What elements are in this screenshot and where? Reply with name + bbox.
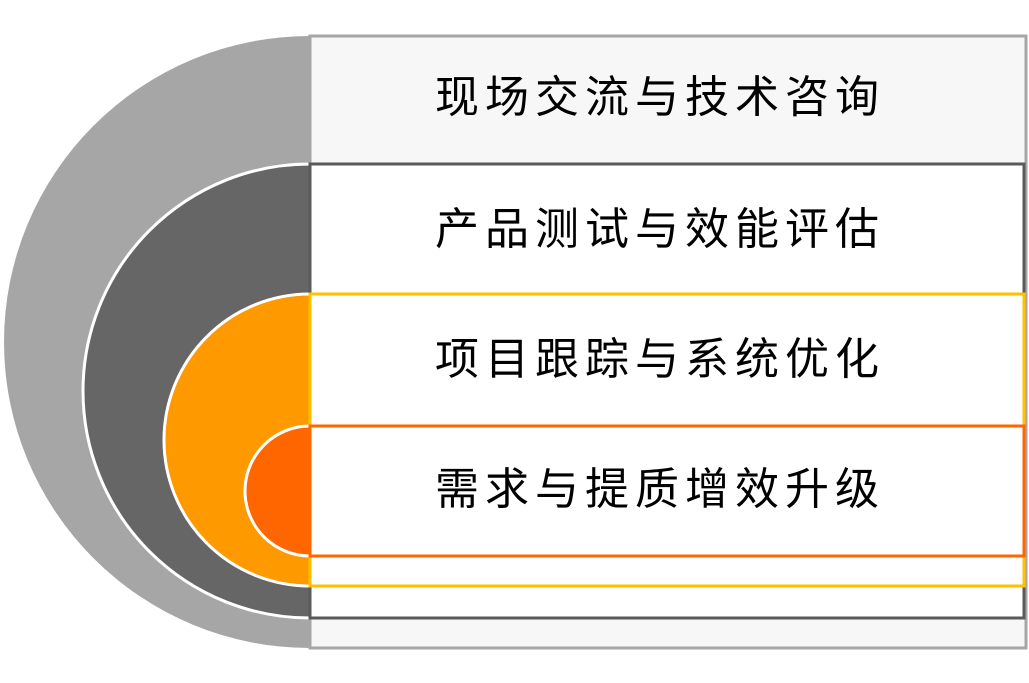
layer-4-box	[308, 424, 1026, 558]
layer-4-label: 需求与提质增效升级	[435, 464, 885, 515]
layer-1-label: 现场交流与技术咨询	[435, 72, 885, 123]
layer-4-arc	[243, 424, 312, 558]
layer-2-label: 产品测试与效能评估	[435, 204, 885, 255]
layer-3-label: 项目跟踪与系统优化	[435, 334, 885, 385]
